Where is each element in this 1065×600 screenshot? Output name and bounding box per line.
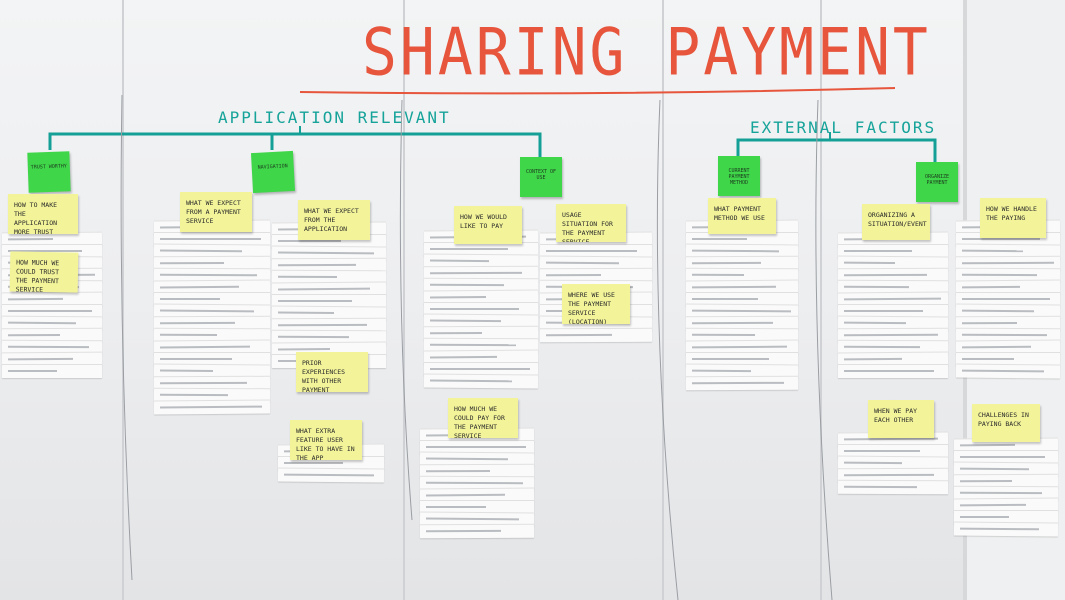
question-note: WHAT WE EXPECT FROM THE APPLICATION	[298, 200, 370, 240]
quote-strip	[686, 292, 798, 306]
question-note: WHAT PAYMENT METHOD WE USE	[708, 198, 776, 234]
quote-strip	[2, 364, 102, 378]
question-note: HOW MUCH WE COULD PAY FOR THE PAYMENT SE…	[448, 398, 518, 438]
question-note: HOW WE HANDLE THE PAYING	[980, 198, 1046, 238]
quote-strip	[838, 244, 948, 258]
quote-strip	[838, 364, 948, 378]
question-note: PRIOR EXPERIENCES WITH OTHER PAYMENT SER…	[296, 352, 368, 392]
category-note-navigation: NAVIGATION	[250, 150, 296, 194]
quote-strip	[154, 292, 270, 306]
quote-strip	[953, 521, 1059, 537]
question-note: CHALLENGES IN PAYING BACK	[972, 404, 1040, 442]
category-note-trust-worthy: TRUST WORTHY	[27, 151, 71, 193]
quote-strip	[2, 304, 102, 318]
question-note: HOW MUCH WE COULD TRUST THE PAYMENT SERV…	[9, 251, 79, 293]
quote-strip	[838, 444, 948, 458]
quote-strip	[956, 292, 1060, 306]
board-seam	[662, 0, 664, 600]
quote-strip	[686, 352, 798, 366]
quote-strip	[277, 467, 385, 483]
quote-strip	[153, 399, 271, 415]
question-note: WHAT EXTRA FEATURE USER LIKE TO HAVE IN …	[290, 420, 362, 460]
quote-strip	[154, 232, 270, 246]
quote-strip	[838, 304, 948, 318]
board-seam	[403, 0, 405, 600]
quote-strip	[954, 510, 1058, 524]
question-note: WHERE WE USE THE PAYMENT SERVICE (LOCATI…	[562, 284, 630, 324]
group-label-application-relevant: APPLICATION RELEVANT	[218, 108, 451, 127]
board-seam	[820, 0, 822, 600]
quote-strip	[419, 523, 535, 539]
quote-strip	[540, 244, 652, 258]
quote-strip	[423, 373, 539, 389]
quote-strip	[956, 352, 1060, 366]
category-note-organize-payment: ORGANIZE PAYMENT	[916, 162, 958, 202]
question-note: WHAT WE EXPECT FROM A PAYMENT SERVICE	[180, 192, 252, 232]
quote-strip	[424, 362, 538, 376]
quote-strip	[955, 363, 1061, 379]
quote-strip	[424, 302, 538, 316]
category-note-current-payment-method: CURRENT PAYMENT METHOD	[718, 156, 760, 196]
quote-strip	[954, 450, 1058, 464]
quote-strip	[837, 479, 949, 495]
quote-strip	[539, 327, 653, 343]
quote-strip	[420, 500, 534, 514]
question-note: HOW WE WOULD LIKE TO PAY	[454, 206, 522, 244]
question-note: USAGE SITUATION FOR THE PAYMENT SERVICE	[556, 204, 626, 242]
question-note: ORGANIZING A SITUATION/EVENT	[862, 204, 930, 240]
quote-strip	[154, 352, 270, 366]
quote-strip	[272, 294, 386, 308]
board-title: SHARING PAYMENT	[362, 14, 931, 91]
question-note: WHEN WE PAY EACH OTHER	[868, 400, 934, 438]
quote-strip	[685, 375, 799, 391]
question-note: HOW TO MAKE THE APPLICATION MORE TRUST W…	[8, 194, 78, 234]
category-note-context-of-use: CONTEXT OF USE	[520, 157, 562, 197]
group-label-external-factors: EXTERNAL FACTORS	[750, 118, 937, 137]
quote-strip	[420, 440, 534, 454]
board-seam	[122, 0, 124, 600]
